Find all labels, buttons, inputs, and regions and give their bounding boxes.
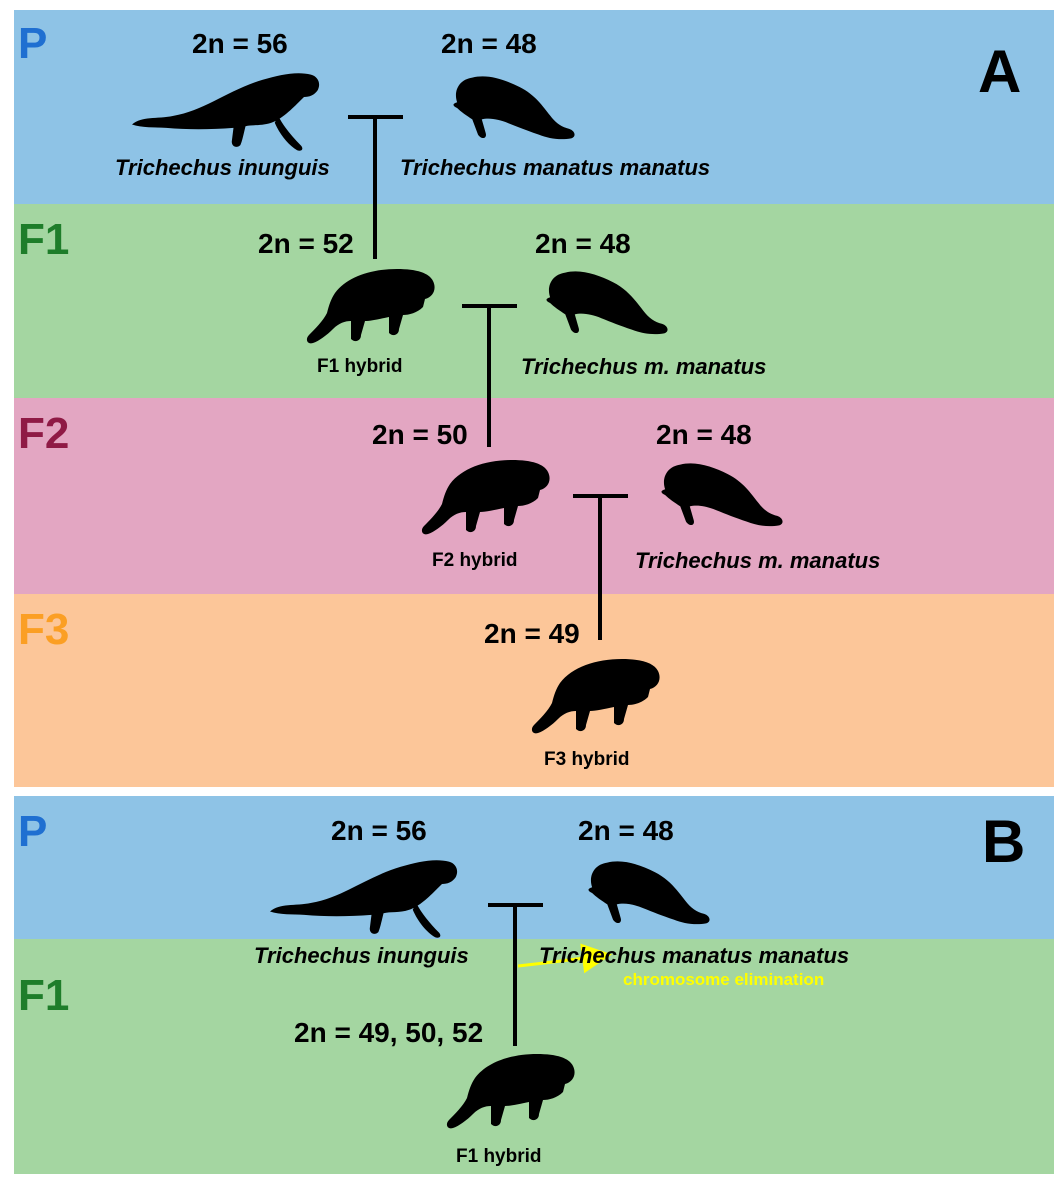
species-label-manatus: Trichechus manatus manatus [539,945,849,967]
generation-label-f1: F1 [18,218,69,262]
chromosome-count-f1-hybrid: 2n = 52 [258,230,354,258]
hybrid-label-f1: F1 hybrid [317,357,403,376]
chromosome-count-inunguis: 2n = 56 [331,817,427,845]
panel-a [14,10,1054,787]
chromosome-count-manatus: 2n = 48 [441,30,537,58]
species-label-inunguis: Trichechus inunguis [254,945,469,967]
species-label-inunguis: Trichechus inunguis [115,157,330,179]
chromosome-elimination-note: chromosome elimination [623,971,824,988]
hybrid-label-f2: F2 hybrid [432,551,518,570]
chromosome-count-manatus: 2n = 48 [656,421,752,449]
band-f1-generation [14,939,1054,1174]
band-p-generation [14,796,1054,939]
chromosome-count-f3-hybrid: 2n = 49 [484,620,580,648]
generation-label-p: P [18,810,47,854]
chromosome-count-f2-hybrid: 2n = 50 [372,421,468,449]
hybrid-label-f3: F3 hybrid [544,750,630,769]
chromosome-count-manatus: 2n = 48 [578,817,674,845]
chromosome-count-manatus: 2n = 48 [535,230,631,258]
species-label-manatus: Trichechus m. manatus [635,550,880,572]
generation-label-f1: F1 [18,974,69,1018]
species-label-manatus: Trichechus manatus manatus [400,157,710,179]
panel-letter-a: A [978,42,1021,102]
chromosome-count-f1-hybrid: 2n = 49, 50, 52 [294,1019,483,1047]
chromosome-count-inunguis: 2n = 56 [192,30,288,58]
band-f2-generation [14,398,1054,594]
generation-label-f3: F3 [18,608,69,652]
generation-label-p: P [18,22,47,66]
panel-letter-b: B [982,812,1025,872]
generation-label-f2: F2 [18,412,69,456]
panel-b [14,796,1054,1174]
hybrid-label-f1: F1 hybrid [456,1147,542,1166]
species-label-manatus: Trichechus m. manatus [521,356,766,378]
